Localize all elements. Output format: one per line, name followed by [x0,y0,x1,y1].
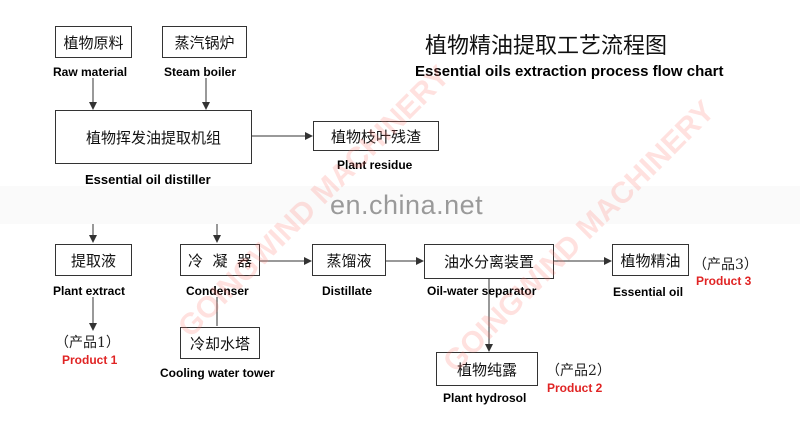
node-condenser-cn: 冷 凝 器 [187,251,253,270]
node-hydrosol: 植物纯露 [436,352,538,386]
product1-label: Product 1 [62,353,118,367]
node-hydrosol-cn: 植物纯露 [456,360,517,379]
watermark-site: en.china.net [330,190,484,220]
node-essential-oil: 植物精油 [612,244,689,276]
node-cooling-tower: 冷却水塔 [180,327,260,359]
product2-cn: （产品2） [546,363,611,379]
label-condenser: Condenser [186,284,249,298]
node-steam-boiler: 蒸汽锅炉 [162,26,247,58]
label-separator: Oil-water separator [427,284,537,298]
label-cooling-tower: Cooling water tower [160,366,275,380]
node-raw-material-cn: 植物原料 [63,33,124,52]
node-distiller: 植物挥发油提取机组 [55,110,252,164]
node-plant-extract: 提取液 [55,244,132,276]
product1-cn: （产品1） [55,335,120,351]
node-distillate: 蒸馏液 [312,244,386,276]
node-plant-residue: 植物枝叶残渣 [313,121,439,151]
label-hydrosol: Plant hydrosol [443,391,527,405]
node-distiller-cn: 植物挥发油提取机组 [85,128,221,147]
product2-label: Product 2 [547,381,603,395]
label-plant-residue: Plant residue [337,158,413,172]
watermark-band [0,186,800,224]
node-separator-cn: 油水分离装置 [443,253,534,271]
node-plant-extract-cn: 提取液 [70,251,116,270]
node-cooling-tower-cn: 冷却水塔 [189,334,250,353]
node-raw-material: 植物原料 [55,26,132,58]
node-condenser: 冷 凝 器 [180,244,260,276]
label-distiller: Essential oil distiller [85,172,211,187]
label-distillate: Distillate [322,284,373,298]
node-essential-oil-cn: 植物精油 [620,251,681,270]
chart-title-en: Essential oils extraction process flow c… [415,63,724,80]
node-plant-residue-cn: 植物枝叶残渣 [330,127,421,146]
product3-cn: （产品3） [693,257,758,273]
label-raw-material: Raw material [53,65,128,79]
label-steam-boiler: Steam boiler [164,65,237,79]
label-essential-oil: Essential oil [613,285,684,299]
label-plant-extract: Plant extract [53,284,126,298]
node-distillate-cn: 蒸馏液 [326,251,372,270]
product3-label: Product 3 [696,274,752,288]
node-steam-boiler-cn: 蒸汽锅炉 [174,33,235,52]
node-separator: 油水分离装置 [424,244,554,279]
chart-title-cn: 植物精油提取工艺流程图 [425,34,668,59]
